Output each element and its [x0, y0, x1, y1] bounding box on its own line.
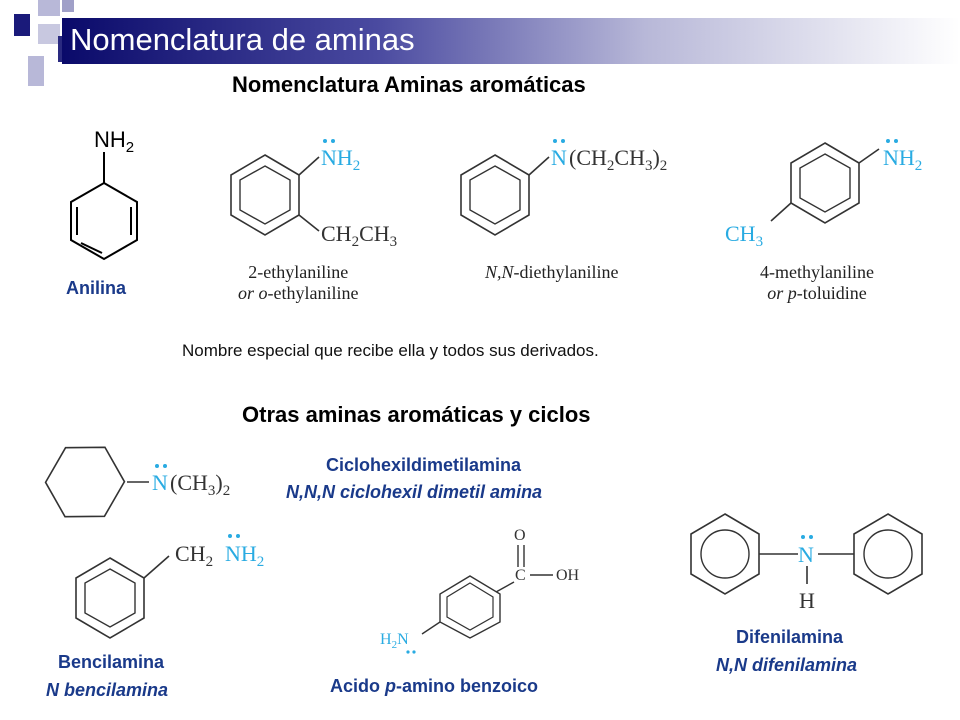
- paba-label: Acido p-amino benzoico: [330, 676, 538, 697]
- methylaniline-alt-prefix: or: [767, 283, 788, 303]
- cyclohexyl-label-1: Ciclohexildimetilamina: [326, 455, 522, 475]
- svg-text:CH3: CH3: [725, 221, 763, 250]
- paba-oxygen: O: [514, 527, 526, 544]
- section-heading-other: Otras aminas aromáticas y ciclos: [242, 402, 591, 427]
- benzylamine-label-2: N bencilamina: [46, 680, 169, 700]
- ethylaniline-alt-name: -ethylaniline: [267, 283, 359, 303]
- diphenyl-nitrogen: N: [798, 542, 814, 567]
- svg-text:(CH3)2: (CH3)2: [170, 470, 230, 499]
- paba-label-suffix: -amino benzoico: [396, 676, 539, 696]
- svg-text:(CH2CH3)2: (CH2CH3)2: [569, 145, 667, 174]
- section-heading-aromatic: Nomenclatura Aminas aromáticas: [232, 72, 586, 97]
- svg-text:NH2: NH2: [225, 541, 264, 570]
- diethylaniline-caption: N,N-diethylaniline: [485, 262, 618, 283]
- slide-title: Nomenclatura de aminas: [70, 22, 415, 57]
- methylaniline-caption: 4-methylaniline or p-toluidine: [760, 262, 874, 304]
- methylaniline-name: 4-methylaniline: [760, 262, 874, 282]
- corner-square-light-3: [28, 56, 44, 86]
- cyclohexyl-label-2: N,N,N ciclohexil dimetil amina: [286, 482, 543, 502]
- aniline-structure: NH2: [70, 127, 138, 261]
- aniline-label: Anilina: [66, 278, 127, 298]
- ethylaniline-alt-locant: o: [258, 283, 268, 303]
- diphenylamine-structure: N H: [690, 513, 923, 613]
- methylaniline-alt-locant: p: [787, 283, 797, 303]
- diphenyl-hydrogen: H: [799, 588, 815, 613]
- paba-structure: O C OH H2N: [380, 527, 580, 654]
- cyclohexyldimethylamine-structure: N (CH3)2: [44, 446, 230, 518]
- paba-carbon: C: [515, 567, 526, 584]
- benzylamine-structure: CH2 NH2: [75, 534, 264, 639]
- ethylaniline-alt-prefix: or: [238, 283, 259, 303]
- corner-square-dark-1: [14, 14, 30, 36]
- svg-text:NH2: NH2: [883, 145, 922, 174]
- diethylaniline-locants: N,N: [485, 262, 514, 282]
- paba-label-italic: p: [385, 676, 397, 696]
- ethylaniline-structure: NH2 CH2CH3: [230, 139, 397, 250]
- paba-hydroxyl: OH: [556, 567, 580, 584]
- methylaniline-alt-name: -toluidine: [796, 283, 867, 303]
- paba-label-prefix: Acido: [330, 676, 386, 696]
- ethylaniline-name: 2-ethylaniline: [248, 262, 349, 282]
- methylaniline-structure: NH2 CH3: [725, 139, 922, 250]
- benzylamine-label-1: Bencilamina: [58, 652, 165, 672]
- diethylaniline-structure: N (CH2CH3)2: [460, 139, 667, 236]
- paba-amine: H2N: [380, 631, 409, 651]
- corner-square-light-1: [38, 0, 60, 16]
- svg-text:N: N: [152, 470, 168, 495]
- ethylaniline-caption: 2-ethylaniline or o-ethylaniline: [238, 262, 358, 304]
- diethylaniline-name: -diethylaniline: [513, 262, 619, 282]
- title-bar: [62, 18, 960, 64]
- svg-text:NH2: NH2: [321, 145, 360, 174]
- aniline-nh2-formula: NH2: [94, 127, 134, 156]
- aniline-note: Nombre especial que recibe ella y todos …: [182, 341, 599, 360]
- diphenylamine-label-1: Difenilamina: [736, 627, 844, 647]
- corner-square-mid-1: [62, 0, 74, 12]
- corner-square-light-2: [38, 24, 60, 44]
- svg-text:CH2CH3: CH2CH3: [321, 221, 397, 250]
- diphenylamine-label-2: N,N difenilamina: [716, 655, 858, 675]
- svg-text:N: N: [551, 145, 567, 170]
- svg-text:CH2: CH2: [175, 541, 213, 570]
